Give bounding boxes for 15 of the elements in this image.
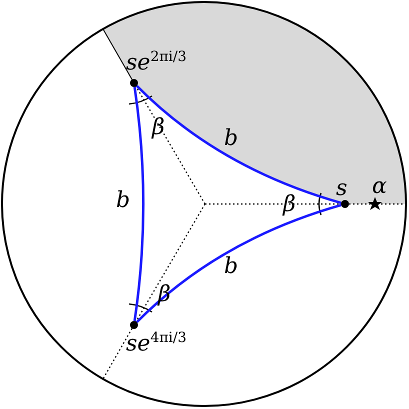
vertex-point	[130, 321, 138, 329]
vertex-label: se$^{2πi/3}$	[126, 50, 187, 74]
edge-label: b	[224, 128, 238, 150]
vertex-label: se$^{4πi/3}$	[126, 331, 187, 356]
vertex-point	[341, 200, 349, 208]
angle-label: β	[152, 117, 165, 139]
geodesic-edge	[136, 84, 342, 204]
angle-label: α	[372, 176, 387, 198]
edge-label: b	[116, 190, 130, 212]
geodesic-edge	[136, 204, 342, 324]
edge-label: b	[224, 256, 238, 278]
vertex-point	[130, 79, 138, 87]
vertex-label: s	[336, 178, 348, 200]
geodesic-edge	[133, 86, 145, 322]
angle-label: β	[283, 194, 296, 216]
